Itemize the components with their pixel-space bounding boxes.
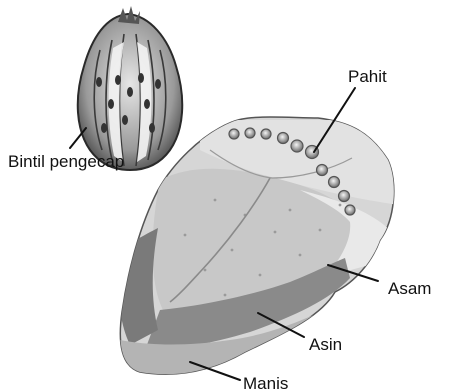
- label-bitter: Pahit: [348, 67, 387, 86]
- tongue-zone-left-edge: [118, 228, 158, 345]
- label-salty: Asin: [309, 335, 342, 354]
- taste-bud-illustration: [78, 6, 183, 170]
- label-sour: Asam: [388, 279, 431, 298]
- label-taste-bud: Bintil pengecap: [8, 152, 124, 171]
- label-sweet: Manis: [243, 374, 288, 392]
